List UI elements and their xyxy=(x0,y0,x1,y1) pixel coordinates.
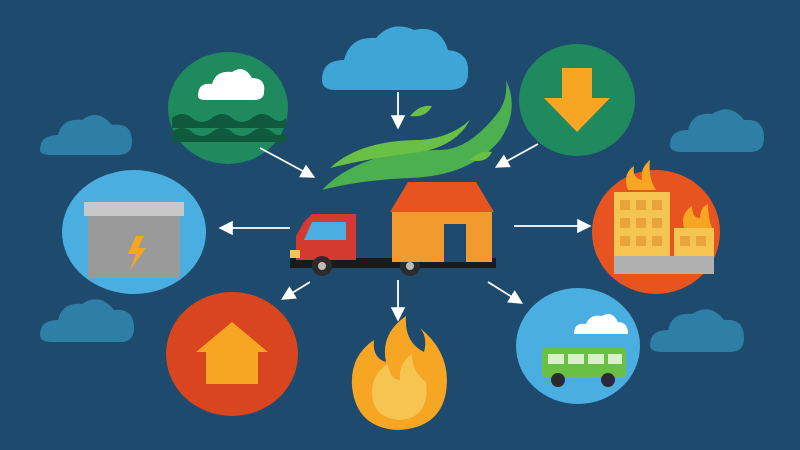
flood-icon xyxy=(168,52,288,164)
wind-leaves-icon xyxy=(322,80,512,190)
connector-arrows xyxy=(218,92,592,322)
cloud-icon xyxy=(322,26,469,90)
battery-storage-icon xyxy=(62,170,206,294)
down-arrow-icon xyxy=(519,44,635,156)
background-cloud-icon xyxy=(670,109,764,152)
van-icon xyxy=(516,288,640,404)
background-cloud-icon xyxy=(40,115,132,155)
burning-buildings-icon xyxy=(592,160,720,294)
background-cloud-icon xyxy=(40,299,134,342)
house-icon xyxy=(390,182,494,262)
background-cloud-icon xyxy=(650,309,744,352)
fire-icon xyxy=(351,316,447,430)
home-icon xyxy=(166,292,298,416)
